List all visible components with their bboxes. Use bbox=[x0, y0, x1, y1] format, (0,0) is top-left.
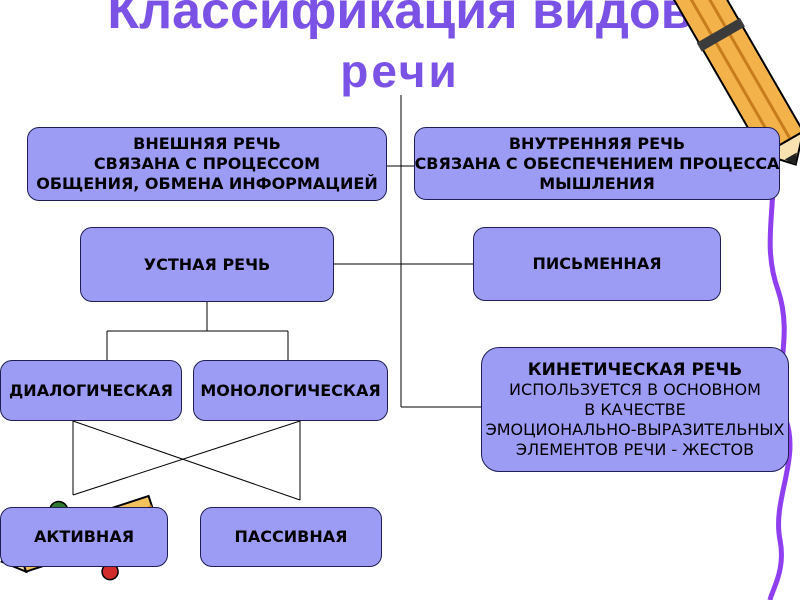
kinetic-speech-line-3: ЭМОЦИОНАЛЬНО-ВЫРАЗИТЕЛЬНЫХ bbox=[485, 419, 785, 439]
external-speech-line-1: СВЯЗАНА С ПРОЦЕССОМ bbox=[93, 154, 321, 173]
internal-speech-box: ВНУТРЕННЯЯ РЕЧЬ СВЯЗАНА С ОБЕСПЕЧЕНИЕМ П… bbox=[414, 127, 780, 200]
kinetic-speech-heading: КИНЕТИЧЕСКАЯ РЕЧЬ bbox=[527, 359, 743, 380]
monologic-label: МОНОЛОГИЧЕСКАЯ bbox=[200, 380, 381, 400]
monologic-active-diagonal bbox=[72, 420, 301, 496]
written-speech-label: ПИСЬМЕННАЯ bbox=[532, 254, 662, 273]
kinetic-speech-line-4: ЭЛЕМЕНТОВ РЕЧИ - ЖЕСТОВ bbox=[515, 439, 755, 459]
oral-speech-label: УСТНАЯ РЕЧЬ bbox=[143, 254, 271, 274]
external-speech-box: ВНЕШНЯЯ РЕЧЬ СВЯЗАНА С ПРОЦЕССОМ ОБЩЕНИЯ… bbox=[27, 127, 387, 201]
internal-speech-line-1: СВЯЗАНА С ОБЕСПЕЧЕНИЕМ ПРОЦЕССА bbox=[414, 153, 780, 173]
external-speech-heading: ВНЕШНЯЯ РЕЧЬ bbox=[133, 134, 281, 153]
dialogic-passive-diagonal bbox=[72, 420, 301, 501]
pencil-icon bbox=[666, 0, 800, 166]
internal-speech-line-2: МЫШЛЕНИЯ bbox=[539, 173, 655, 193]
written-speech-box: ПИСЬМЕННАЯ bbox=[473, 227, 721, 301]
external-speech-line-2: ОБЩЕНИЯ, ОБМЕНА ИНФОРМАЦИЕЙ bbox=[36, 174, 378, 193]
title-line-1: Классификация видов bbox=[107, 0, 693, 40]
internal-speech-heading: ВНУТРЕННЯЯ РЕЧЬ bbox=[508, 133, 686, 153]
dialogic-label: ДИАЛОГИЧЕСКАЯ bbox=[9, 380, 173, 400]
oral-speech-box: УСТНАЯ РЕЧЬ bbox=[80, 227, 334, 302]
dialogic-box: ДИАЛОГИЧЕСКАЯ bbox=[0, 360, 182, 421]
passive-box: ПАССИВНАЯ bbox=[200, 507, 382, 567]
passive-label: ПАССИВНАЯ bbox=[234, 527, 348, 546]
monologic-box: МОНОЛОГИЧЕСКАЯ bbox=[193, 360, 388, 421]
title-line-2: речи bbox=[340, 45, 460, 97]
kinetic-speech-line-2: В КАЧЕСТВЕ bbox=[584, 399, 686, 419]
kinetic-speech-line-1: ИСПОЛЬЗУЕТСЯ В ОСНОВНОМ bbox=[509, 379, 761, 399]
active-label: АКТИВНАЯ bbox=[33, 527, 135, 546]
active-box: АКТИВНАЯ bbox=[0, 507, 168, 567]
kinetic-speech-box: КИНЕТИЧЕСКАЯ РЕЧЬ ИСПОЛЬЗУЕТСЯ В ОСНОВНО… bbox=[481, 347, 789, 472]
